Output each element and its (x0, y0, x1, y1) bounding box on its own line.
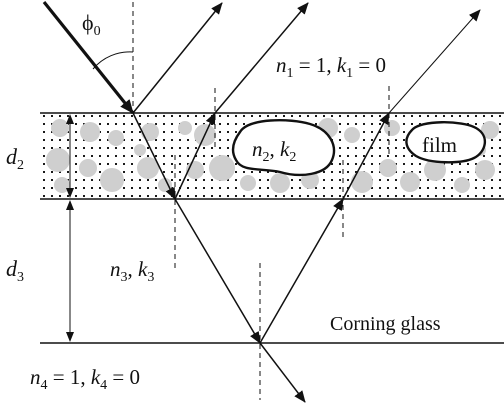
medium3-label: n3, k3 (110, 257, 154, 285)
phi0-label: ϕ0 (82, 10, 101, 39)
refracted-ray-1 (132, 112, 176, 200)
incidence-angle-arc (92, 51, 134, 70)
substrate-label: Corning glass (330, 313, 441, 335)
film-bubble (405, 121, 486, 164)
glass-ray-up (259, 198, 344, 344)
medium2-label: n2, k2 (252, 137, 296, 165)
internal-reflected-ray (174, 112, 216, 200)
reflected-ray-3 (388, 9, 481, 114)
medium1-label: n1 = 1, k1 = 0 (276, 53, 386, 81)
film-particles (46, 118, 499, 193)
film-label: film (422, 133, 457, 157)
surface-normals (132, 2, 390, 400)
transmitted-ray (259, 342, 306, 403)
d3-label: d3 (6, 256, 24, 285)
d2-label: d2 (6, 144, 24, 173)
glass-ray-down (174, 198, 261, 344)
reflected-ray-1 (132, 2, 223, 114)
light-rays (42, 0, 481, 403)
medium4-label: n4 = 1, k4 = 0 (30, 365, 140, 393)
n2-k2-bubble (231, 119, 336, 176)
reflected-ray-2 (214, 2, 309, 114)
film-ray-up (342, 112, 390, 200)
incident-ray (42, 0, 135, 115)
